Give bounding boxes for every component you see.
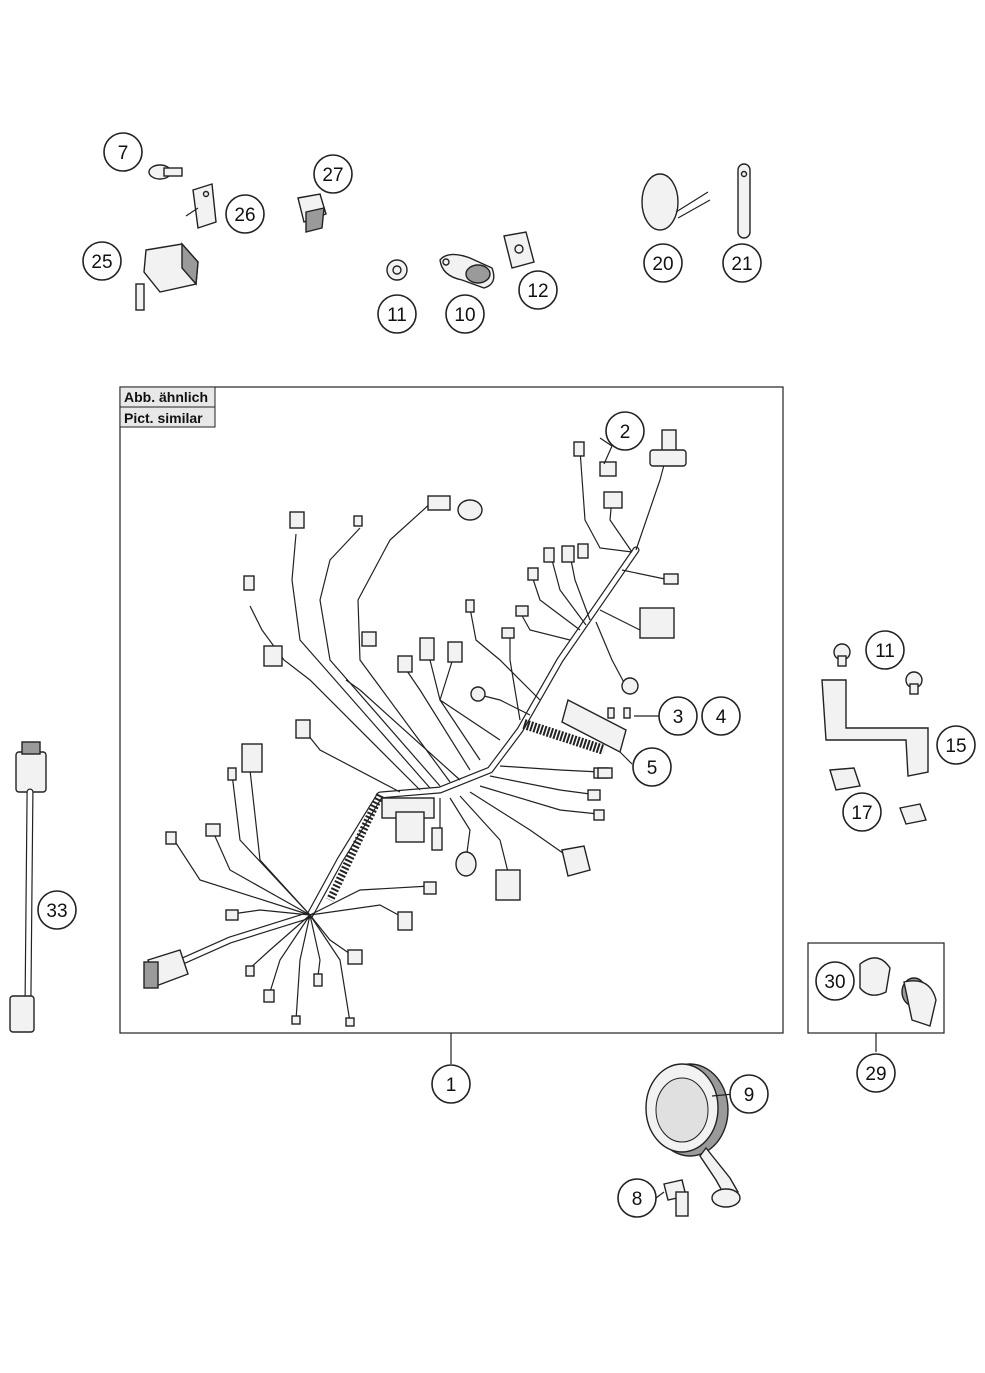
callout-10: 10 (445, 294, 485, 334)
leader-lines (185, 207, 877, 1199)
note-line-en: Pict. similar (124, 410, 203, 426)
svg-text:10: 10 (454, 305, 475, 326)
callout-4: 4 (701, 696, 741, 736)
callout-33: 33 (37, 890, 77, 930)
svg-text:26: 26 (234, 205, 255, 226)
part-screw-8 (663, 1179, 689, 1217)
callout-9: 9 (729, 1074, 769, 1114)
part-bracket-26 (192, 183, 217, 229)
callout-25: 25 (82, 241, 122, 281)
callout-1: 1 (431, 1064, 471, 1104)
callout-12: 12 (518, 270, 558, 310)
part-horn-9 (645, 1063, 741, 1208)
svg-text:4: 4 (716, 707, 727, 728)
part-relay-25 (135, 242, 199, 311)
svg-text:29: 29 (865, 1064, 886, 1085)
svg-text:30: 30 (824, 972, 845, 993)
part-screw-7 (148, 164, 183, 180)
callout-29: 29 (856, 1053, 896, 1093)
callouts: 1 2 3 4 5 7 8 9 10 11 11 12 15 17 20 21 … (37, 132, 976, 1218)
svg-text:5: 5 (647, 758, 658, 779)
part-clip-17 (829, 767, 927, 825)
callout-11-right: 11 (865, 630, 905, 670)
callout-5: 5 (632, 747, 672, 787)
part-strap-21 (737, 163, 751, 239)
svg-text:12: 12 (527, 281, 548, 302)
part-sensor-cable-33 (9, 741, 47, 1033)
callout-7: 7 (103, 132, 143, 172)
part-clamp-10 (439, 253, 495, 289)
callout-27: 27 (313, 154, 353, 194)
note-box: Abb. ähnlich Pict. similar (119, 386, 216, 428)
callout-8: 8 (617, 1178, 657, 1218)
callout-21: 21 (722, 243, 762, 283)
callout-3: 3 (658, 696, 698, 736)
svg-text:25: 25 (91, 252, 112, 273)
part-clip-nut-12 (503, 231, 535, 269)
svg-text:17: 17 (851, 803, 872, 824)
svg-text:8: 8 (632, 1189, 643, 1210)
svg-text:1: 1 (446, 1075, 457, 1096)
part-relay-27 (297, 193, 327, 233)
svg-text:7: 7 (118, 143, 129, 164)
part-nut-11-top (386, 259, 408, 281)
svg-text:15: 15 (945, 736, 966, 757)
note-line-de: Abb. ähnlich (124, 389, 208, 405)
callout-20: 20 (643, 243, 683, 283)
kit-box-29 (807, 942, 945, 1034)
svg-text:27: 27 (322, 165, 343, 186)
callout-30: 30 (815, 961, 855, 1001)
svg-text:21: 21 (731, 254, 752, 275)
svg-text:9: 9 (744, 1085, 755, 1106)
part-bracket-15 (821, 643, 929, 777)
svg-text:11: 11 (875, 641, 895, 662)
harness-connectors (143, 429, 687, 1027)
callout-17: 17 (842, 792, 882, 832)
callout-15: 15 (936, 725, 976, 765)
svg-text:20: 20 (652, 254, 673, 275)
callout-11-top: 11 (377, 294, 417, 334)
svg-text:3: 3 (673, 707, 684, 728)
callout-26: 26 (225, 194, 265, 234)
part-cable-tie-20 (641, 173, 711, 231)
callout-2: 2 (605, 411, 645, 451)
svg-text:2: 2 (620, 422, 631, 443)
svg-text:11: 11 (387, 305, 407, 326)
svg-text:33: 33 (46, 901, 67, 922)
